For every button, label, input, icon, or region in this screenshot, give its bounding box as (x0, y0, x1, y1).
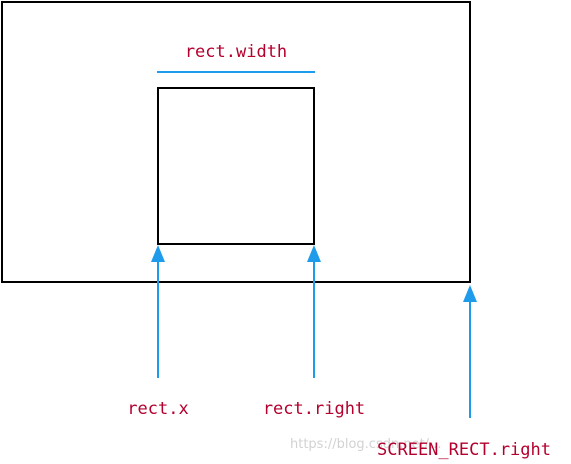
screen-rect (1, 1, 471, 283)
rect-right-label: rect.right (263, 399, 365, 419)
rect-x-arrow (151, 245, 165, 378)
rect-right-arrow (307, 245, 321, 378)
inner-rect (157, 87, 315, 245)
screen-rect-right-label: SCREEN_RECT.right (377, 440, 551, 460)
rect-x-label: rect.x (127, 399, 188, 419)
watermark-text: https://blog.csdn.net/... (290, 437, 441, 452)
rect-width-label: rect.width (185, 42, 287, 62)
screen-rect-right-arrow (463, 285, 477, 418)
